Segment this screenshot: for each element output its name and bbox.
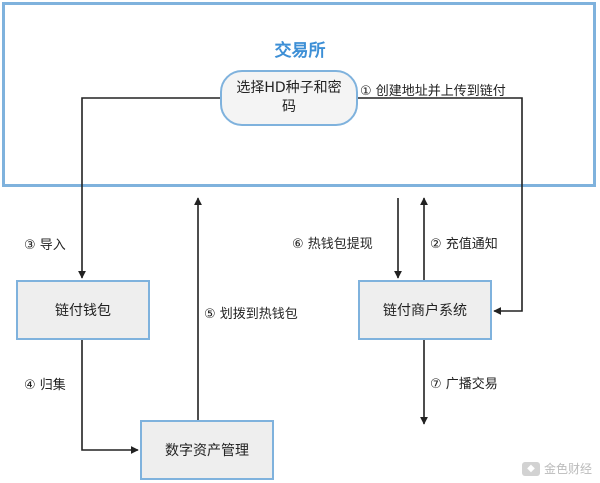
edge-collect — [81, 340, 139, 454]
label-import: ③ 导入 — [24, 238, 66, 253]
wallet-node: 链付钱包 — [16, 280, 150, 340]
exchange-title: 交易所 — [274, 41, 326, 61]
label-hot-withdraw: ⑥ 热钱包提现 — [292, 237, 373, 252]
label-deposit-notify: ② 充值通知 — [430, 237, 498, 252]
edge-import — [78, 97, 220, 279]
label-collect: ④ 归集 — [24, 378, 66, 393]
asset-node: 数字资产管理 — [140, 420, 274, 480]
watermark-text: 金色财经 — [543, 462, 592, 476]
watermark: ◆ 金色财经 — [521, 460, 592, 477]
merchant-node: 链付商户系统 — [358, 280, 492, 340]
label-transfer-hot: ⑤ 划拨到热钱包 — [204, 307, 298, 322]
seed-node: 选择HD种子和密码 — [220, 70, 358, 126]
label-broadcast: ⑦ 广播交易 — [430, 377, 498, 392]
edge-create-upload — [358, 97, 523, 315]
label-create-upload: ① 创建地址并上传到链付 — [360, 84, 506, 99]
watermark-logo-icon: ◆ — [521, 461, 540, 476]
